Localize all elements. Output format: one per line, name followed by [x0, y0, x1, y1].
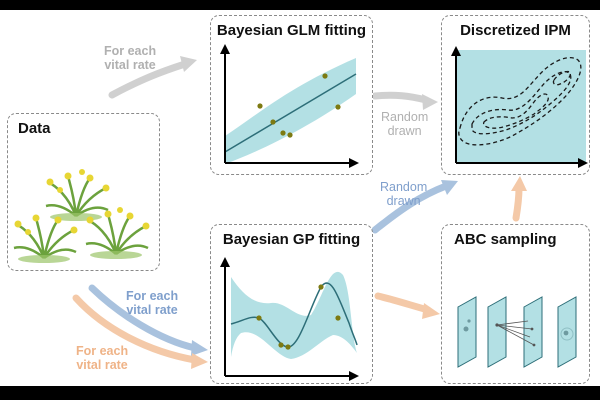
- gp-x-axis-arrowhead: [349, 371, 359, 381]
- abc-sample-ring: [560, 327, 574, 341]
- panel-data-title: Data: [18, 120, 51, 137]
- plant-illustrations: [13, 169, 150, 263]
- arrow-abc-to-ipm-head: [511, 176, 527, 191]
- panel-ipm: Discretized IPM: [441, 15, 590, 175]
- abc-sample-link: [496, 324, 531, 338]
- arrow-glm-to-ipm: [371, 91, 430, 104]
- glm-x-axis-arrowhead: [349, 158, 359, 168]
- glm-data-point: [335, 104, 341, 110]
- glm-fit-line: [224, 73, 357, 153]
- ipm-kernel-surface: [456, 50, 586, 163]
- label-glm-to-ipm-line1: Random: [381, 110, 429, 124]
- label-gp-input-blue-line1: For each: [126, 289, 179, 303]
- abc-sample-point: [563, 330, 569, 336]
- glm-y-axis-arrowhead: [220, 44, 230, 54]
- gp-data-point: [318, 284, 324, 290]
- plant-icon: [13, 214, 78, 263]
- glm-data-point: [280, 130, 286, 136]
- label-gp-input-blue-line2: vital rate: [126, 303, 178, 317]
- plant-icon: [85, 207, 150, 259]
- glm-credible-band: [225, 58, 356, 164]
- label-gp-input-blue: For each vital rate: [126, 289, 178, 317]
- glm-data-point: [322, 73, 328, 79]
- gp-data-point: [278, 342, 284, 348]
- bottom-border: [0, 386, 600, 400]
- gp-plot: [220, 257, 359, 381]
- abc-sampling-illustration: [457, 296, 577, 368]
- glm-data-point: [257, 103, 263, 109]
- label-glm-input-line2: vital rate: [104, 58, 156, 72]
- panel-ipm-title: Discretized IPM: [460, 22, 571, 39]
- gp-data-point: [335, 315, 341, 321]
- arrow-data-to-gp-blue-head: [191, 340, 208, 356]
- arrow-gp-to-ipm: [371, 182, 450, 234]
- glm-data-point: [287, 132, 293, 138]
- abc-sample-link: [496, 324, 535, 346]
- ipm-contour-inner: [482, 93, 549, 129]
- gp-credible-band: [231, 271, 357, 359]
- arrow-gp-to-abc: [374, 292, 432, 314]
- abc-sample-plane: [487, 296, 507, 368]
- panel-data: Data: [7, 113, 160, 271]
- panel-abc-title: ABC sampling: [454, 231, 557, 248]
- abc-sample-point: [530, 327, 534, 331]
- gp-data-point: [256, 315, 262, 321]
- arrow-gp-to-ipm-head: [441, 180, 458, 195]
- label-gp-input-orange: For each vital rate: [76, 344, 128, 372]
- panel-gp: Bayesian GP fitting: [210, 224, 373, 384]
- abc-sample-plane: [457, 296, 477, 368]
- top-border: [0, 0, 600, 10]
- arrow-gp-to-abc-head: [422, 303, 440, 319]
- label-gp-to-ipm-line2: drawn: [386, 194, 421, 208]
- ipm-x-axis-arrowhead: [578, 158, 588, 168]
- gp-y-axis-arrowhead: [220, 257, 230, 267]
- ipm-contour-peak: [552, 70, 572, 86]
- arrow-abc-to-ipm: [512, 184, 523, 222]
- label-gp-to-ipm-line1: Random: [380, 180, 428, 194]
- label-gp-input-orange-line1: For each: [76, 344, 129, 358]
- label-glm-to-ipm-line2: drawn: [387, 124, 422, 138]
- arrow-data-to-gp-orange: [72, 294, 199, 364]
- label-gp-to-ipm: Random drawn: [380, 180, 427, 208]
- arrow-data-to-glm: [108, 60, 189, 99]
- label-gp-input-orange-line2: vital rate: [76, 358, 128, 372]
- arrow-data-to-gp-blue: [88, 284, 199, 352]
- panel-glm-title: Bayesian GLM fitting: [216, 22, 367, 39]
- panel-gp-title: Bayesian GP fitting: [222, 231, 361, 248]
- abc-sample-link: [496, 320, 529, 326]
- label-glm-to-ipm: Random drawn: [381, 110, 428, 138]
- ipm-kernel-plot: [451, 46, 588, 168]
- glm-plot: [220, 44, 359, 168]
- arrow-glm-to-ipm-head: [422, 94, 438, 110]
- abc-sample-plane: [523, 296, 543, 368]
- abc-sample-link: [496, 324, 533, 330]
- plant-icon: [45, 169, 110, 221]
- glm-data-point: [270, 119, 276, 125]
- abc-sample-point: [467, 319, 471, 323]
- panel-glm: Bayesian GLM fitting: [210, 15, 373, 175]
- arrow-data-to-glm-head: [180, 56, 197, 72]
- label-glm-input-line1: For each: [104, 44, 157, 58]
- abc-sample-point: [532, 343, 536, 347]
- ipm-contour-outer: [458, 57, 582, 146]
- arrow-data-to-gp-orange-head: [191, 353, 208, 369]
- label-glm-input: For each vital rate: [104, 44, 156, 72]
- ipm-y-axis-arrowhead: [451, 46, 461, 56]
- gp-data-point: [285, 344, 291, 350]
- panel-abc: ABC sampling: [441, 224, 590, 384]
- abc-sample-point: [463, 326, 469, 332]
